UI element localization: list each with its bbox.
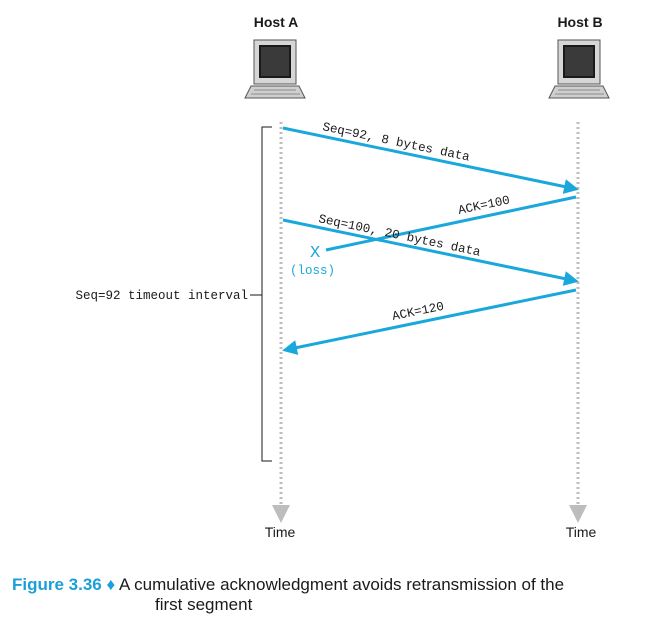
figure-caption: Figure 3.36 ♦ A cumulative acknowledgmen…: [12, 575, 652, 615]
ack-120-label: ACK=120: [391, 300, 445, 324]
segment-1-label: Seq=92, 8 bytes data: [321, 120, 471, 164]
loss-x-mark: X: [310, 244, 320, 263]
host-b-label: Host B: [557, 14, 602, 30]
ack-100-arrow: [325, 195, 577, 252]
timeout-bracket: [261, 126, 272, 462]
segment-2-label: Seq=100, 20 bytes data: [317, 212, 482, 260]
ack-120-arrow: [282, 288, 577, 355]
caption-text-line2: first segment: [155, 595, 253, 614]
figure-number: Figure 3.36: [12, 575, 102, 594]
timeout-interval-label: Seq=92 timeout interval: [75, 289, 248, 303]
caption-text-line1: A cumulative acknowledgment avoids retra…: [118, 575, 565, 594]
host-a-label: Host A: [254, 14, 299, 30]
segment-2-arrow: [282, 218, 579, 286]
computer-icon-host-b: [548, 39, 610, 99]
host-b-time-label: Time: [566, 524, 597, 540]
computer-icon-host-a: [244, 39, 306, 99]
caption-separator-icon: ♦: [106, 575, 116, 594]
segment-1-arrow: [282, 126, 579, 194]
host-a-time-label: Time: [265, 524, 296, 540]
loss-label: (loss): [290, 264, 335, 278]
ack-100-label: ACK=100: [457, 193, 511, 217]
